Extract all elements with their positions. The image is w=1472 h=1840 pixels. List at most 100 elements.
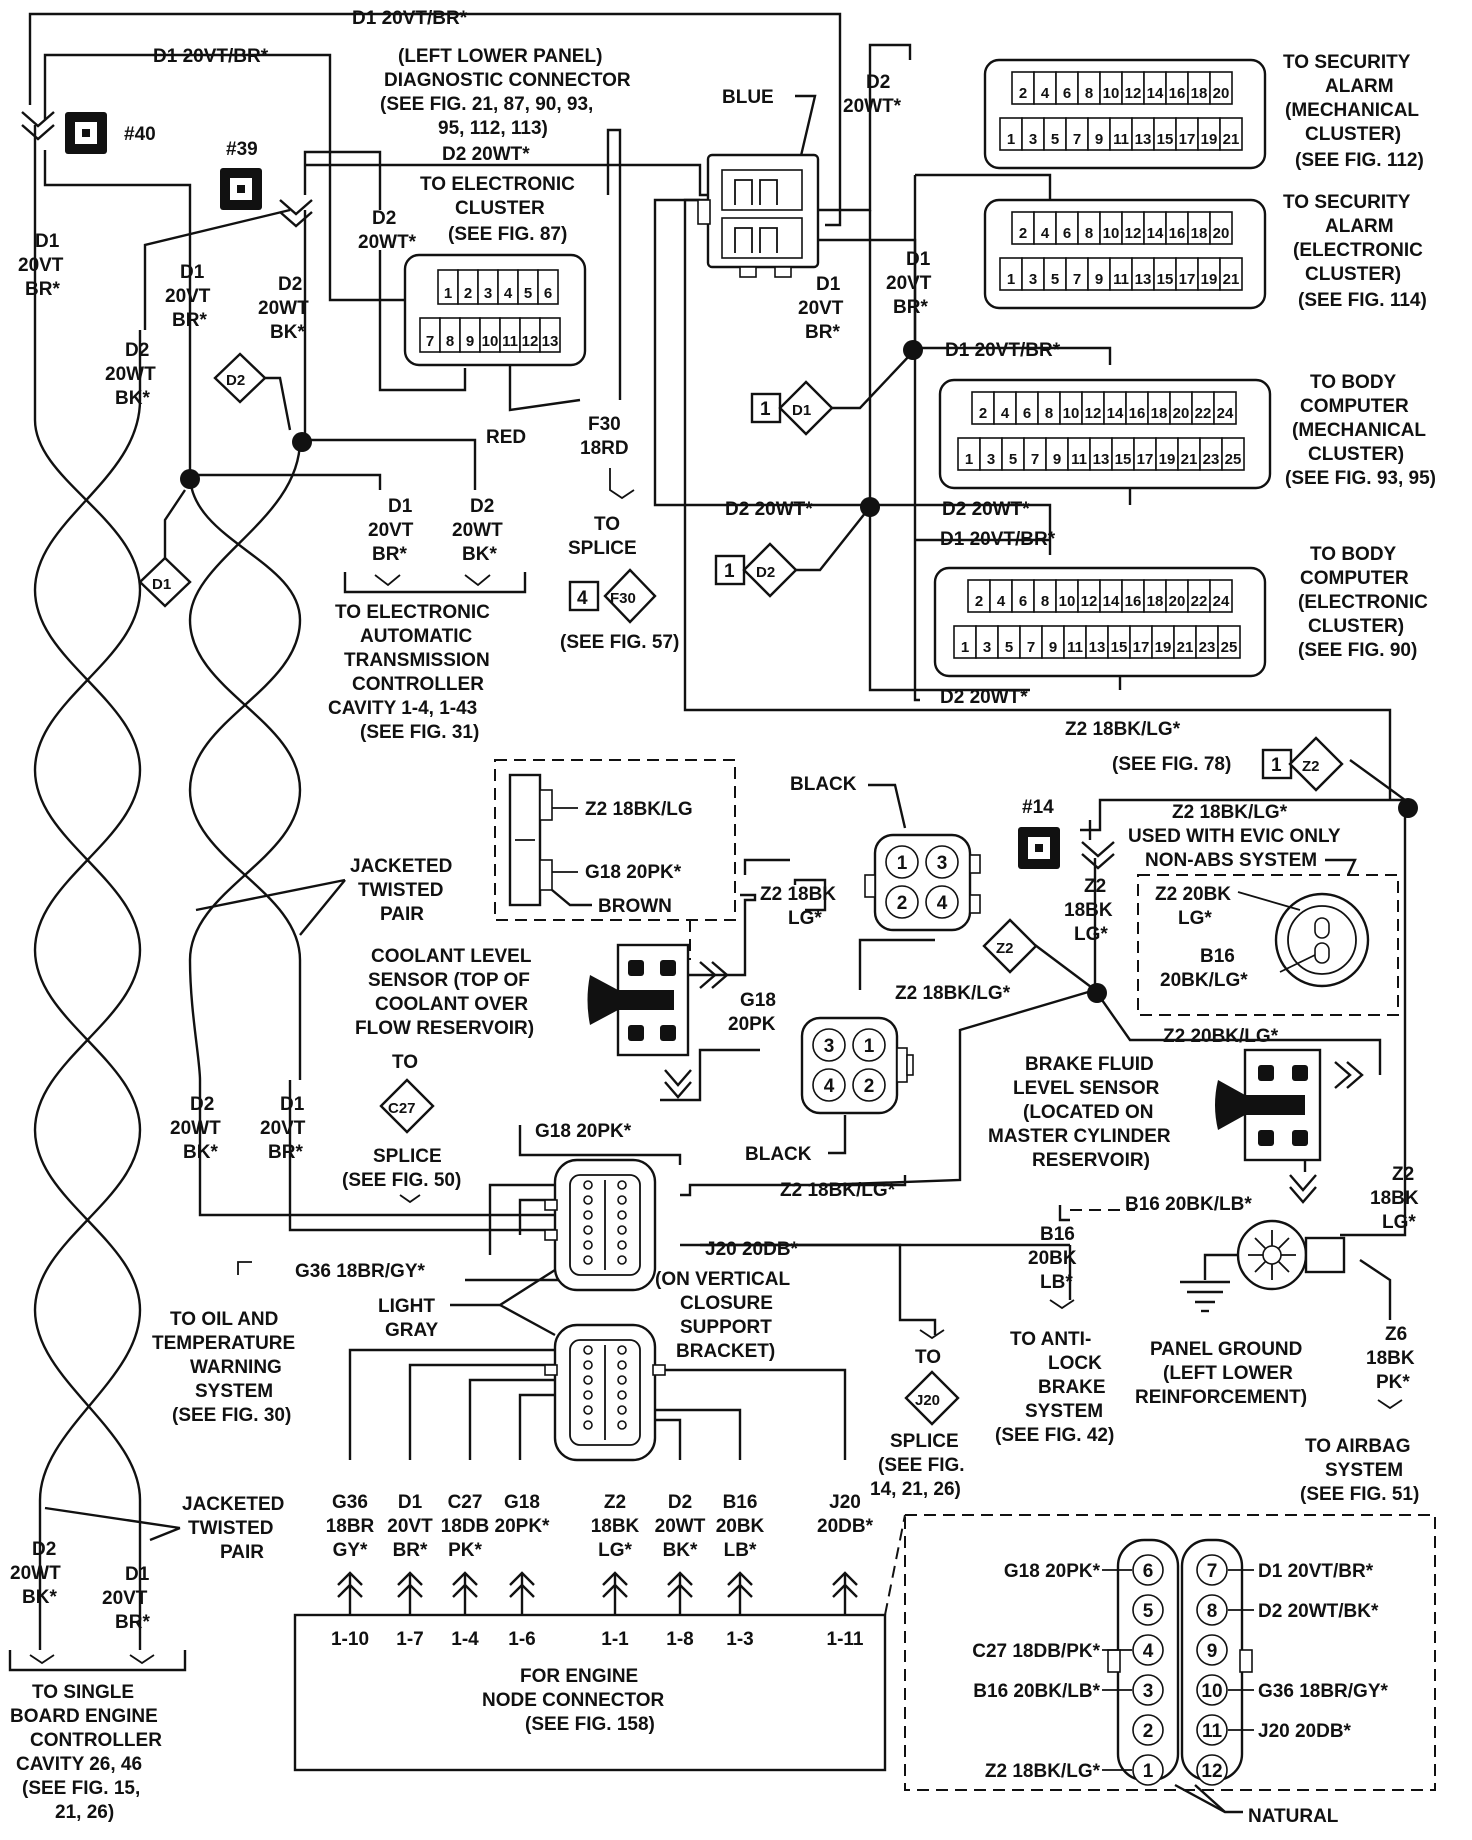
pin-number: 8 [1045, 405, 1053, 422]
body-elec-label-2: COMPUTER [1300, 568, 1409, 589]
body-mech-wire-top: D1 20VT/BR* [945, 340, 1061, 361]
twisted-a3: PAIR [380, 904, 424, 925]
diag-connector-ref-2: 95, 112, 113) [438, 118, 548, 139]
body-elec-ref: (SEE FIG. 90) [1298, 640, 1417, 661]
eatc-d2-b: 20WT [452, 520, 503, 541]
cavity-dot [583, 1210, 593, 1220]
abs-a: B16 [1040, 1224, 1075, 1245]
pin-number: 7 [1031, 451, 1039, 468]
pin-cell [1213, 391, 1237, 425]
pin-circle [885, 885, 919, 919]
pin-number: 7 [1073, 271, 1081, 288]
body-elec-wire-bot: D2 20WT* [940, 687, 1028, 708]
sbec-ref-2: 21, 26) [55, 1802, 114, 1823]
engine-wire-label: G18 [504, 1492, 540, 1513]
pin-number: 3 [937, 853, 948, 874]
lower-splice-connector-upper [544, 1158, 657, 1292]
tag-d2-center: 1 D2 [714, 511, 867, 598]
coolant-level-sensor [587, 943, 729, 1099]
pin-number: 19 [1201, 131, 1218, 148]
body-elec-wire-top: D1 20VT/BR* [940, 529, 1056, 550]
pin-number: 14 [1103, 593, 1120, 610]
svg-text:1: 1 [760, 399, 771, 420]
pinout-number: 2 [1143, 1721, 1154, 1742]
abs-ref: (SEE FIG. 42) [995, 1425, 1114, 1446]
c27-splice: SPLICE [373, 1146, 442, 1167]
eatc-label-1: TO ELECTRONIC [335, 602, 490, 623]
cavity-dot [617, 1210, 627, 1220]
pin-number: 1 [1007, 131, 1015, 148]
pin-number: 1 [864, 1036, 875, 1057]
sbec-label-1: TO SINGLE [32, 1682, 134, 1703]
pin-number: 3 [484, 285, 492, 302]
pin-number: 16 [1169, 225, 1186, 242]
light-gray-2: GRAY [385, 1320, 438, 1341]
abs-label-1: TO ANTI- [1010, 1329, 1091, 1350]
eatc-d1-c: BR* [372, 544, 407, 565]
cavity-dot [617, 1420, 627, 1430]
engine-node-label-2: NODE CONNECTOR [482, 1690, 665, 1711]
pin-number: 21 [1177, 639, 1194, 656]
cavity-dot [583, 1195, 593, 1205]
evic-label-2: NON-ABS SYSTEM [1145, 850, 1317, 871]
z6-a: Z6 [1385, 1324, 1407, 1345]
splice-39-label: #39 [226, 139, 258, 160]
cavity-dot [583, 1225, 593, 1235]
svg-text:Z2: Z2 [1302, 758, 1320, 775]
pinout-cavity [1196, 1594, 1228, 1626]
pinout-cavity [1132, 1714, 1164, 1746]
pin-number: 9 [1095, 271, 1103, 288]
pin-circle [925, 885, 959, 919]
body-mech-ref: (SEE FIG. 93, 95) [1285, 468, 1436, 489]
pin-number: 21 [1181, 451, 1198, 468]
pin-number: 5 [1005, 639, 1013, 656]
airbag-lamp [1236, 1219, 1346, 1291]
splice-14-label: #14 [1022, 797, 1054, 818]
evic-lg: LG* [1178, 908, 1212, 929]
wire-d2-mid-c: BK* [270, 322, 305, 343]
svg-text:D2: D2 [226, 372, 245, 389]
pin-number: 2 [464, 285, 472, 302]
pinout-number: 10 [1201, 1681, 1222, 1702]
coolant-label-3: COOLANT OVER [375, 994, 528, 1015]
pin-number: 9 [466, 333, 474, 350]
z6-c: PK* [1376, 1372, 1410, 1393]
sec-elec-ref: (SEE FIG. 114) [1298, 290, 1427, 311]
airbag-ref: (SEE FIG. 51) [1300, 1484, 1419, 1505]
svg-text:1: 1 [1271, 755, 1282, 776]
pin-number: 5 [1051, 271, 1059, 288]
f30-label-b: 18RD [580, 438, 629, 459]
pinout-cavity [1196, 1714, 1228, 1746]
splice-40-label: #40 [124, 124, 156, 145]
wire-label-d2-right-b: 20WT* [843, 96, 902, 117]
wire-label-d1-top: D1 20VT/BR* [352, 8, 468, 29]
body-mech-label-3: (MECHANICAL [1292, 420, 1426, 441]
cavity-dot [617, 1405, 627, 1415]
pin-number: 12 [1085, 405, 1102, 422]
coolant-label-4: FLOW RESERVOIR) [355, 1018, 534, 1039]
pin-number: 13 [1135, 271, 1152, 288]
ov-label-4: BRACKET) [676, 1341, 775, 1362]
engine-wire-label: LB* [724, 1540, 757, 1561]
elec-cluster-ref: (SEE FIG. 87) [448, 224, 567, 245]
pin-number: 1 [961, 639, 969, 656]
eatc-label-4: CONTROLLER [352, 674, 484, 695]
engine-wire-labels: G3618BRGY*D120VTBR*C2718DBPK*G1820PK*Z21… [326, 1492, 874, 1615]
cavity-dot [583, 1255, 593, 1265]
brake-label-3: (LOCATED ON [1023, 1102, 1154, 1123]
abs-label-4: SYSTEM [1025, 1401, 1103, 1422]
cavity-dot [583, 1375, 593, 1385]
sec-mech-label-3: (MECHANICAL [1285, 100, 1419, 121]
elec-cluster-d2-b: 20WT* [358, 232, 417, 253]
z2-wire3-label: Z2 18BK/LG* [895, 983, 1011, 1004]
light-gray-1: LIGHT [378, 1296, 435, 1317]
tag-j20: J20 [904, 1370, 960, 1426]
f30-splice: SPLICE [568, 538, 637, 559]
pin-number: 24 [1213, 593, 1230, 610]
cavity-dot [617, 1180, 627, 1190]
pin-number: 15 [1111, 639, 1128, 656]
pinout-cavity [1132, 1674, 1164, 1706]
sbec-d1-a: D1 [125, 1564, 150, 1585]
pin-number: 15 [1157, 131, 1174, 148]
